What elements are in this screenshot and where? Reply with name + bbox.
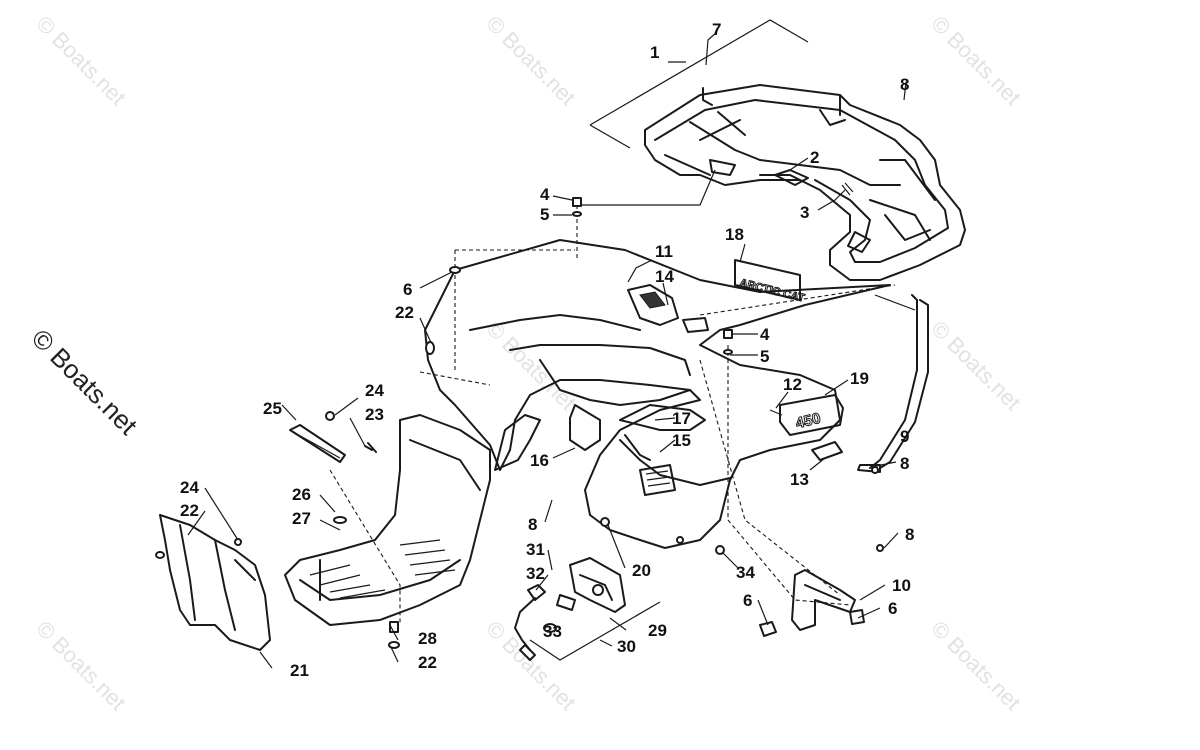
callout-10: 10 — [892, 576, 911, 595]
callout-21: 21 — [290, 661, 309, 680]
callout-4: 4 — [760, 325, 770, 344]
callout-8: 8 — [528, 515, 537, 534]
callout-labels: 1 7 8 2 3 4 5 18 11 14 6 22 4 5 12 19 24… — [180, 20, 914, 680]
callout-3: 3 — [800, 203, 809, 222]
watermark-text: © Boats.net — [26, 323, 144, 441]
callout-26: 26 — [292, 485, 311, 504]
splash-guard-drawing — [155, 514, 271, 651]
bracket-drawing — [759, 544, 884, 637]
watermark-faint: © Boats.net — [481, 616, 580, 715]
callout-6: 6 — [403, 280, 412, 299]
rear-rack-drawing — [644, 84, 966, 281]
callout-12: 12 — [783, 375, 802, 394]
callout-19: 19 — [850, 369, 869, 388]
callout-5: 5 — [760, 347, 769, 366]
callout-33: 33 — [543, 622, 562, 641]
grab-bar-drawing — [857, 294, 929, 474]
callout-31: 31 — [526, 540, 545, 559]
callout-8: 8 — [900, 75, 909, 94]
callout-6: 6 — [743, 591, 752, 610]
callout-13: 13 — [790, 470, 809, 489]
trim-strip-drawing — [289, 424, 346, 463]
callout-16: 16 — [530, 451, 549, 470]
callout-2: 2 — [810, 148, 819, 167]
callout-5: 5 — [540, 205, 549, 224]
hardware-drawing — [325, 411, 377, 453]
callout-22: 22 — [180, 501, 199, 520]
callout-17: 17 — [672, 409, 691, 428]
model-decal: 450 — [794, 410, 822, 433]
callout-24: 24 — [365, 381, 384, 400]
callout-8: 8 — [905, 525, 914, 544]
callout-25: 25 — [263, 399, 282, 418]
watermark-faint: © Boats.net — [926, 616, 1025, 715]
callout-29: 29 — [648, 621, 667, 640]
callout-32: 32 — [526, 564, 545, 583]
callout-22: 22 — [418, 653, 437, 672]
callout-4: 4 — [540, 185, 550, 204]
callout-20: 20 — [632, 561, 651, 580]
callout-11: 11 — [655, 242, 673, 261]
callout-18: 18 — [725, 225, 744, 244]
footwell-drawing — [284, 414, 491, 649]
callout-27: 27 — [292, 509, 311, 528]
callout-8: 8 — [900, 454, 909, 473]
callout-24: 24 — [180, 478, 199, 497]
watermark-faint: © Boats.net — [481, 11, 580, 110]
callout-22: 22 — [395, 303, 414, 322]
watermark-faint: © Boats.net — [31, 616, 130, 715]
watermark-faint: © Boats.net — [31, 11, 130, 110]
watermark-faint: © Boats.net — [481, 316, 580, 415]
watermark-faint: © Boats.net — [926, 11, 1025, 110]
callout-23: 23 — [365, 405, 384, 424]
callout-15: 15 — [672, 431, 691, 450]
callout-9: 9 — [900, 427, 909, 446]
leader-lines — [187, 19, 916, 669]
callout-7: 7 — [712, 20, 721, 39]
callout-30: 30 — [617, 637, 636, 656]
tail-light-drawing — [514, 557, 626, 661]
callout-6: 6 — [888, 599, 897, 618]
callout-14: 14 — [655, 267, 674, 286]
brand-decal: ARCTIC CAT — [738, 277, 806, 305]
callout-28: 28 — [418, 629, 437, 648]
callout-34: 34 — [736, 563, 755, 582]
callout-1: 1 — [650, 43, 659, 62]
watermark-faint: © Boats.net — [926, 316, 1025, 415]
